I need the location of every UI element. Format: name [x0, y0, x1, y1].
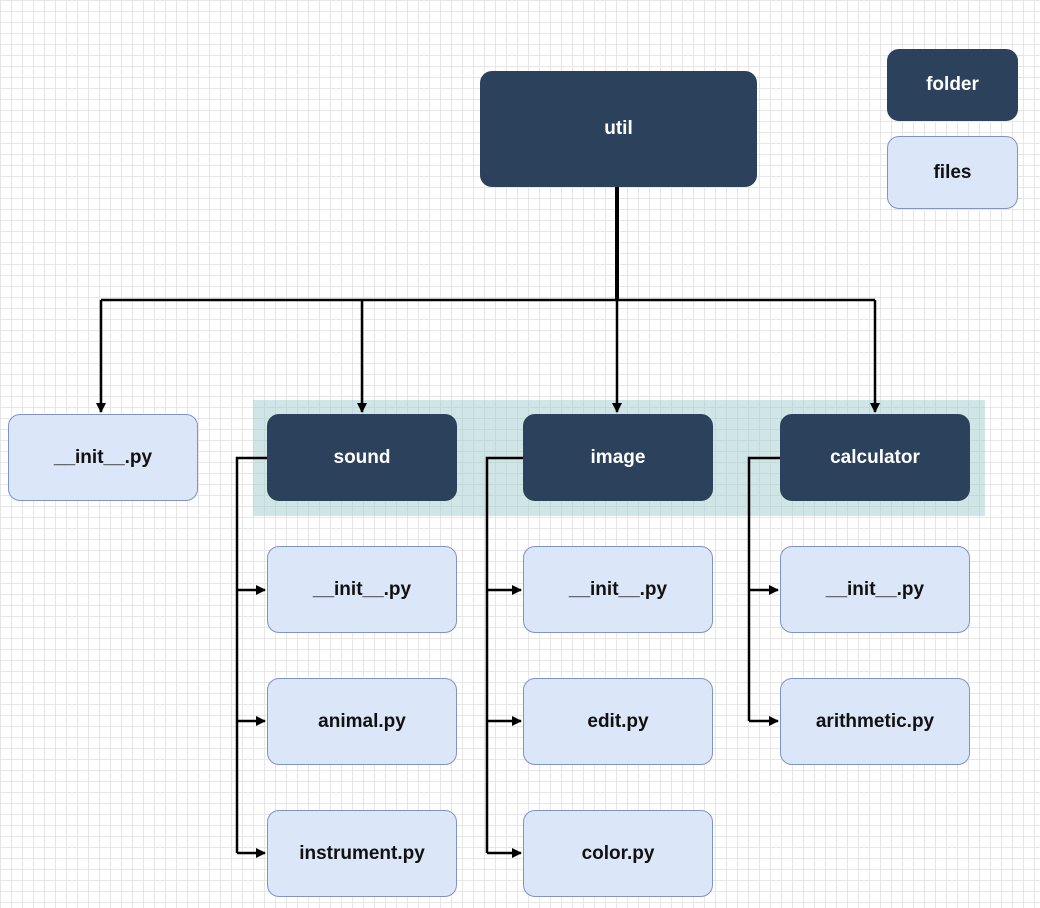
root-folder-util[interactable]: util [480, 71, 757, 187]
folder-image[interactable]: image [523, 414, 713, 501]
sound-file-instrument-label: instrument.py [299, 842, 425, 864]
folder-sound[interactable]: sound [267, 414, 457, 501]
image-branch-line [485, 456, 523, 853]
sound-file-instrument[interactable]: instrument.py [267, 810, 457, 897]
legend-folder-label: folder [926, 74, 979, 95]
sound-file-animal-label: animal.py [318, 710, 406, 732]
sound-file-init-label: __init__.py [312, 578, 412, 600]
image-file-edit-label: edit.py [587, 710, 649, 732]
calculator-file-arithmetic[interactable]: arithmetic.py [780, 678, 970, 765]
image-file-color-label: color.py [581, 842, 655, 864]
root-init-file[interactable]: __init__.py [8, 414, 198, 501]
calculator-file-init-label: __init__.py [825, 578, 925, 600]
sound-file-animal[interactable]: animal.py [267, 678, 457, 765]
sound-branch-line [235, 456, 267, 853]
legend-files: files [887, 136, 1018, 209]
sound-file-init[interactable]: __init__.py [267, 546, 457, 633]
calculator-branch-line [747, 456, 780, 721]
image-file-init-label: __init__.py [568, 578, 668, 600]
folder-calculator[interactable]: calculator [780, 414, 970, 501]
legend-files-label: files [933, 161, 972, 183]
image-file-edit[interactable]: edit.py [523, 678, 713, 765]
root-init-file-label: __init__.py [53, 446, 153, 468]
image-file-color[interactable]: color.py [523, 810, 713, 897]
calculator-file-init[interactable]: __init__.py [780, 546, 970, 633]
folder-calculator-label: calculator [830, 446, 920, 468]
folder-sound-label: sound [333, 446, 391, 468]
root-folder-label: util [604, 118, 633, 139]
folder-image-label: image [590, 446, 646, 468]
legend-folder: folder [887, 49, 1018, 121]
image-file-init[interactable]: __init__.py [523, 546, 713, 633]
calculator-file-arithmetic-label: arithmetic.py [815, 710, 935, 732]
